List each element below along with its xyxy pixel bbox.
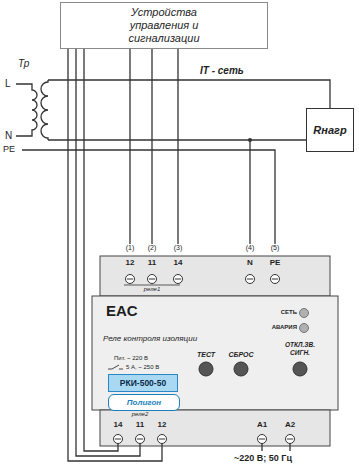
node-text: Реле контроля изоляции — [100, 334, 200, 344]
diagram-label: ОТКЛ.ЗВ. СИГН. — [278, 341, 322, 357]
primary-winding — [16, 84, 37, 136]
load-box: Rнагр — [306, 108, 354, 152]
node-text: 12 — [126, 258, 135, 268]
brand-logo: Полигон — [108, 394, 180, 411]
n-wire — [249, 140, 250, 244]
node-text: Rнагр — [313, 124, 346, 137]
alarm-led — [300, 324, 309, 333]
power-led — [300, 309, 309, 318]
test-button — [199, 362, 213, 376]
junction-dot — [248, 138, 252, 142]
node-text: A2 — [285, 420, 295, 430]
node-text: реле1 — [144, 286, 161, 293]
diagram-label: ~220 В; 50 Гц — [234, 453, 292, 464]
diagram-label: Пит. ~ 220 В — [114, 355, 148, 362]
contact-symbol — [108, 365, 123, 369]
signal-wire — [177, 49, 178, 244]
node-text: (2) — [148, 244, 157, 252]
diagram-label: PE — [3, 144, 15, 155]
relay-bottom-block — [100, 410, 330, 446]
control-box: Устройства управления и сигнализации — [60, 2, 268, 49]
signal-wire — [129, 49, 130, 244]
diagram-label: IT - сеть — [200, 65, 244, 77]
node-text: 14 — [114, 420, 123, 430]
node-text: Устройства управления и сигнализации — [114, 6, 214, 45]
diagram-label: Тр — [18, 58, 29, 70]
mute-button — [293, 362, 307, 376]
node-text: 11 — [148, 258, 156, 268]
wiring — [16, 80, 330, 451]
terminal-block: (1) (2) (3) (4) (5) 12 11 14 N PE реле1 — [100, 244, 330, 296]
relay-top-block — [100, 256, 330, 296]
node-text: (5) — [271, 244, 280, 252]
diagram-label: 5 А, ~ 250 В — [126, 364, 159, 371]
terminal-stub — [118, 444, 162, 447]
diagram-label: СЕТЬ — [247, 309, 297, 316]
it-network-line — [48, 139, 306, 140]
diagram-label: EAC — [106, 302, 138, 319]
node-text: 14 — [174, 258, 183, 268]
node-text: Полигон — [127, 398, 161, 407]
node-text: N — [247, 258, 253, 268]
terminal-block: реле2 14 11 12 A1 A2 — [100, 410, 330, 446]
diagram-label: L — [5, 78, 11, 90]
secondary-winding — [41, 80, 48, 140]
relay-front-panel — [92, 296, 338, 410]
pe-line — [22, 150, 275, 244]
supply-wire — [262, 444, 290, 452]
reset-button — [234, 362, 248, 376]
node-text: (3) — [174, 244, 183, 252]
model-plate: РКИ-500-50 — [108, 374, 178, 392]
signal-wire — [151, 49, 152, 244]
terminal-screws — [114, 275, 295, 444]
node-text: A1 — [257, 420, 267, 430]
node-text: (1) — [126, 244, 135, 252]
screw-slot — [115, 279, 293, 439]
node-text: (4) — [246, 244, 255, 252]
node-text: 11 — [136, 420, 144, 430]
node-text: 12 — [158, 420, 167, 430]
relay-bracket — [124, 285, 180, 286]
it-network-line — [48, 80, 330, 108]
diagram-label: ТЕСТ — [186, 351, 226, 359]
diagram-label: АВАРИЯ — [247, 324, 297, 331]
diagram-label: СБРОС — [221, 351, 261, 359]
diagram-label: N — [5, 130, 12, 142]
node-text: PE — [270, 258, 281, 268]
node-text: реле2 — [132, 411, 149, 418]
node-text: РКИ-500-50 — [120, 378, 166, 388]
